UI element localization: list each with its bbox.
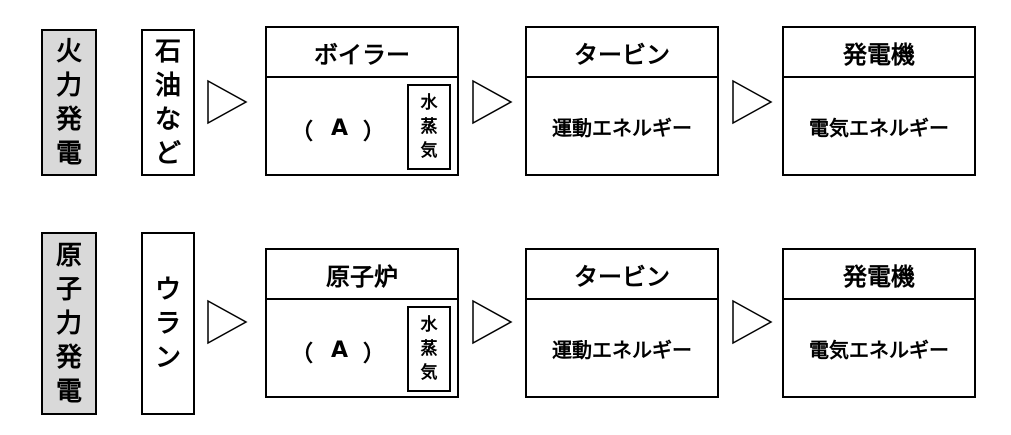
row1-steam-box: 水 蒸 気 xyxy=(407,84,451,170)
row1-stage2-energy: 運動エネルギー xyxy=(552,115,692,140)
row1-fuel-char: な xyxy=(154,104,181,135)
row2-arrow-3 xyxy=(732,299,773,345)
row2-steam-char: 気 xyxy=(420,363,438,383)
row2-blank-letter: A xyxy=(331,338,349,363)
row2-fuel-char: ン xyxy=(154,342,181,373)
row1-stage2-title: タービン xyxy=(527,28,717,78)
row1-blank-letter: A xyxy=(331,116,349,141)
row2-label-char: 子 xyxy=(55,274,82,305)
row2-label-char: 原 xyxy=(55,240,82,271)
row2-stage1-box: 原子炉 （ A ） 水 蒸 気 xyxy=(265,248,459,398)
row1-stage3-energy: 電気エネルギー xyxy=(809,115,949,140)
row2-fuel-char: ウ xyxy=(154,274,181,305)
row1-label-char: 電 xyxy=(55,138,82,169)
row2-steam-char: 蒸 xyxy=(420,339,438,359)
row1-stage1-box: ボイラー （ A ） 水 蒸 気 xyxy=(265,26,459,176)
row1-stage1-title: ボイラー xyxy=(267,28,457,78)
row1-fuel-char: 油 xyxy=(154,70,181,101)
row2-stage1-title: 原子炉 xyxy=(267,250,457,300)
row2-label-char: 力 xyxy=(55,308,82,339)
row2-blank-open: （ xyxy=(291,342,314,367)
row1-fuel-char: ど xyxy=(154,138,181,169)
row1-stage3-title: 発電機 xyxy=(784,28,974,78)
row1-fuel-box: 石 油 な ど xyxy=(141,29,195,176)
row2-label-char: 電 xyxy=(55,376,82,407)
row1-steam-char: 気 xyxy=(420,141,438,161)
row2-label-box: 原 子 力 発 電 xyxy=(41,232,97,415)
row2-stage3-energy: 電気エネルギー xyxy=(809,337,949,362)
row1-steam-char: 蒸 xyxy=(420,117,438,137)
row2-label-char: 発 xyxy=(55,342,82,373)
row2-stage2-box: タービン 運動エネルギー xyxy=(525,248,719,398)
row1-arrow-2 xyxy=(472,79,513,125)
row1-label-box: 火 力 発 電 xyxy=(41,29,97,176)
row1-steam-char: 水 xyxy=(420,93,438,113)
row2-fuel-char: ラ xyxy=(154,308,181,339)
row1-arrow-1 xyxy=(207,79,248,125)
row1-blank-close: ） xyxy=(363,120,386,145)
row2-arrow-1 xyxy=(207,299,248,345)
row1-label-char: 発 xyxy=(55,104,82,135)
row1-label-char: 力 xyxy=(55,70,82,101)
row1-stage3-box: 発電機 電気エネルギー xyxy=(782,26,976,176)
row1-blank-open: （ xyxy=(291,120,314,145)
row2-stage2-energy: 運動エネルギー xyxy=(552,337,692,362)
row1-fuel-char: 石 xyxy=(154,36,181,67)
row1-arrow-3 xyxy=(732,79,773,125)
row2-arrow-2 xyxy=(472,299,513,345)
row2-stage2-title: タービン xyxy=(527,250,717,300)
row2-fuel-box: ウ ラ ン xyxy=(141,232,195,415)
row2-blank-close: ） xyxy=(363,342,386,367)
row2-steam-char: 水 xyxy=(420,315,438,335)
row1-stage2-box: タービン 運動エネルギー xyxy=(525,26,719,176)
row1-label-char: 火 xyxy=(55,36,82,67)
row2-stage3-title: 発電機 xyxy=(784,250,974,300)
row2-steam-box: 水 蒸 気 xyxy=(407,306,451,392)
row2-stage3-box: 発電機 電気エネルギー xyxy=(782,248,976,398)
